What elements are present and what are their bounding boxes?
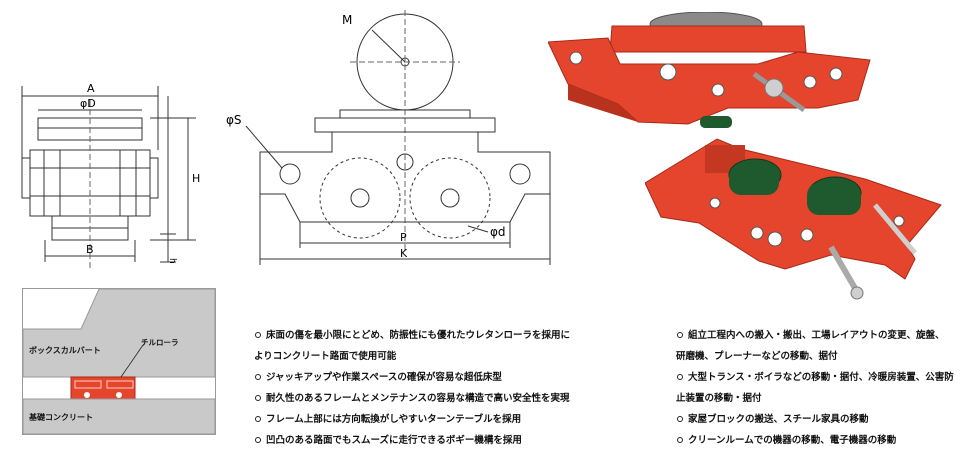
product-photo-assembled bbox=[548, 12, 871, 128]
feature-list: 床面の傷を最小限にとどめ、防振性にも優れたウレタンローラを採用に よりコンクリー… bbox=[254, 325, 570, 451]
feature-item: フレーム上部には方向転換がしやすいターンテーブルを採用 bbox=[254, 409, 570, 430]
installation-section-diagram: ボックスカルバート チルローラ 基礎コンクリート bbox=[22, 288, 216, 435]
feature-item: ジャッキアップや作業スペースの確保が容易な超低床型 bbox=[254, 367, 570, 388]
dim-small-h-label: h bbox=[167, 258, 177, 264]
use-item: 組立工程内への搬入・搬出、工場レイアウトの変更、旋盤、 bbox=[676, 325, 954, 346]
dim-b-label: B bbox=[86, 243, 94, 256]
dim-h-label: H bbox=[192, 172, 200, 185]
side-view-drawing: M φS φd P K bbox=[226, 10, 551, 265]
section-graphic bbox=[23, 289, 215, 434]
front-view-drawing: A φD H h B bbox=[21, 82, 200, 270]
use-item: 大型トランス・ボイラなどの移動・据付、冷暖房装置、公害防 bbox=[676, 367, 954, 388]
dim-a-label: A bbox=[87, 82, 95, 95]
feature-item: 床面の傷を最小限にとどめ、防振性にも優れたウレタンローラを採用に bbox=[254, 325, 570, 346]
dim-p-label: P bbox=[400, 231, 407, 244]
foundation-concrete-label: 基礎コンクリート bbox=[29, 413, 93, 422]
dim-phid-small-label: φd bbox=[490, 225, 506, 239]
use-item-continued: 止装置の移動・据付 bbox=[676, 393, 762, 404]
use-item: クリーンルームでの機器の移動、電子機器の移動 bbox=[676, 430, 954, 451]
use-list: 組立工程内への搬入・搬出、工場レイアウトの変更、旋盤、 研磨機、プレーナーなどの… bbox=[676, 325, 954, 451]
feature-item: 耐久性のあるフレームとメンテナンスの容易な構造で高い安全性を実現 bbox=[254, 388, 570, 409]
dim-k-label: K bbox=[400, 247, 408, 260]
product-photo-roller-frame bbox=[645, 138, 942, 300]
feature-item-continued: よりコンクリート路面で使用可能 bbox=[254, 351, 397, 362]
dim-phis-label: φS bbox=[226, 113, 242, 127]
use-item: 家屋ブロックの搬送、スチール家具の移動 bbox=[676, 409, 954, 430]
feature-item: 凹凸のある路面でもスムーズに走行できるボギー機構を採用 bbox=[254, 430, 570, 451]
use-item-continued: 研磨機、プレーナーなどの移動、据付 bbox=[676, 351, 838, 362]
dim-m-label: M bbox=[342, 13, 352, 27]
roller-label: チルローラ bbox=[141, 338, 179, 347]
dim-phid-label: φD bbox=[80, 97, 96, 110]
box-culvert-label: ボックスカルバート bbox=[29, 346, 101, 355]
